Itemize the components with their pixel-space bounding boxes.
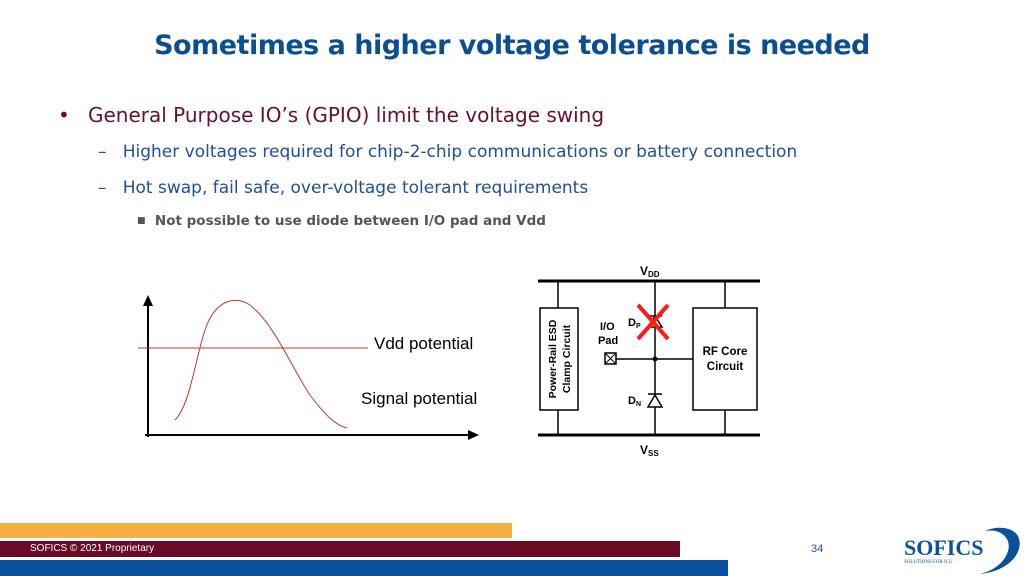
cross-icon [636, 303, 670, 341]
footer-copyright: SOFICS © 2021 Proprietary [30, 543, 155, 554]
footer-bar-blue [0, 560, 728, 576]
svg-text:RF Core: RF Core [703, 346, 748, 358]
svg-text:Circuit: Circuit [707, 361, 744, 373]
vdd-potential-label: Vdd potential [374, 334, 474, 353]
svg-text:Pad: Pad [598, 335, 618, 347]
svg-text:I/O: I/O [600, 321, 615, 333]
x-axis-arrow [468, 430, 479, 440]
svg-text:DP: DP [628, 317, 641, 330]
page-number: 34 [811, 543, 824, 555]
slide-title: Sometimes a higher voltage tolerance is … [154, 30, 870, 61]
bullet-sub-2: – Hot swap, fail safe, over-voltage tole… [98, 178, 589, 198]
signal-potential-label: Signal potential [361, 389, 478, 408]
bullet-sub-1: – Higher voltages required for chip-2-ch… [98, 142, 798, 162]
rf-core-box [692, 307, 758, 411]
svg-text:Power-Rail ESD: Power-Rail ESD [547, 319, 559, 398]
clamp-circuit-box [539, 307, 579, 411]
bullet-subsub: ■ Not possible to use diode between I/O … [137, 213, 546, 229]
vdd-label: VDD [640, 264, 660, 279]
signal-curve [174, 299, 348, 429]
footer-bar-orange [0, 523, 512, 538]
y-axis-arrow [143, 295, 153, 306]
vss-label: VSS [640, 443, 659, 458]
esd-circuit: VDD VSS Power-Rail ESD Clamp Circuit I/O… [538, 264, 760, 458]
diode-dn [646, 393, 664, 408]
svg-text:Clamp Circuit: Clamp Circuit [561, 324, 573, 393]
sofics-logo: SOFICS Solutions for ICs [900, 526, 1024, 576]
svg-text:DN: DN [628, 395, 641, 408]
footer-bar-maroon [0, 541, 680, 557]
